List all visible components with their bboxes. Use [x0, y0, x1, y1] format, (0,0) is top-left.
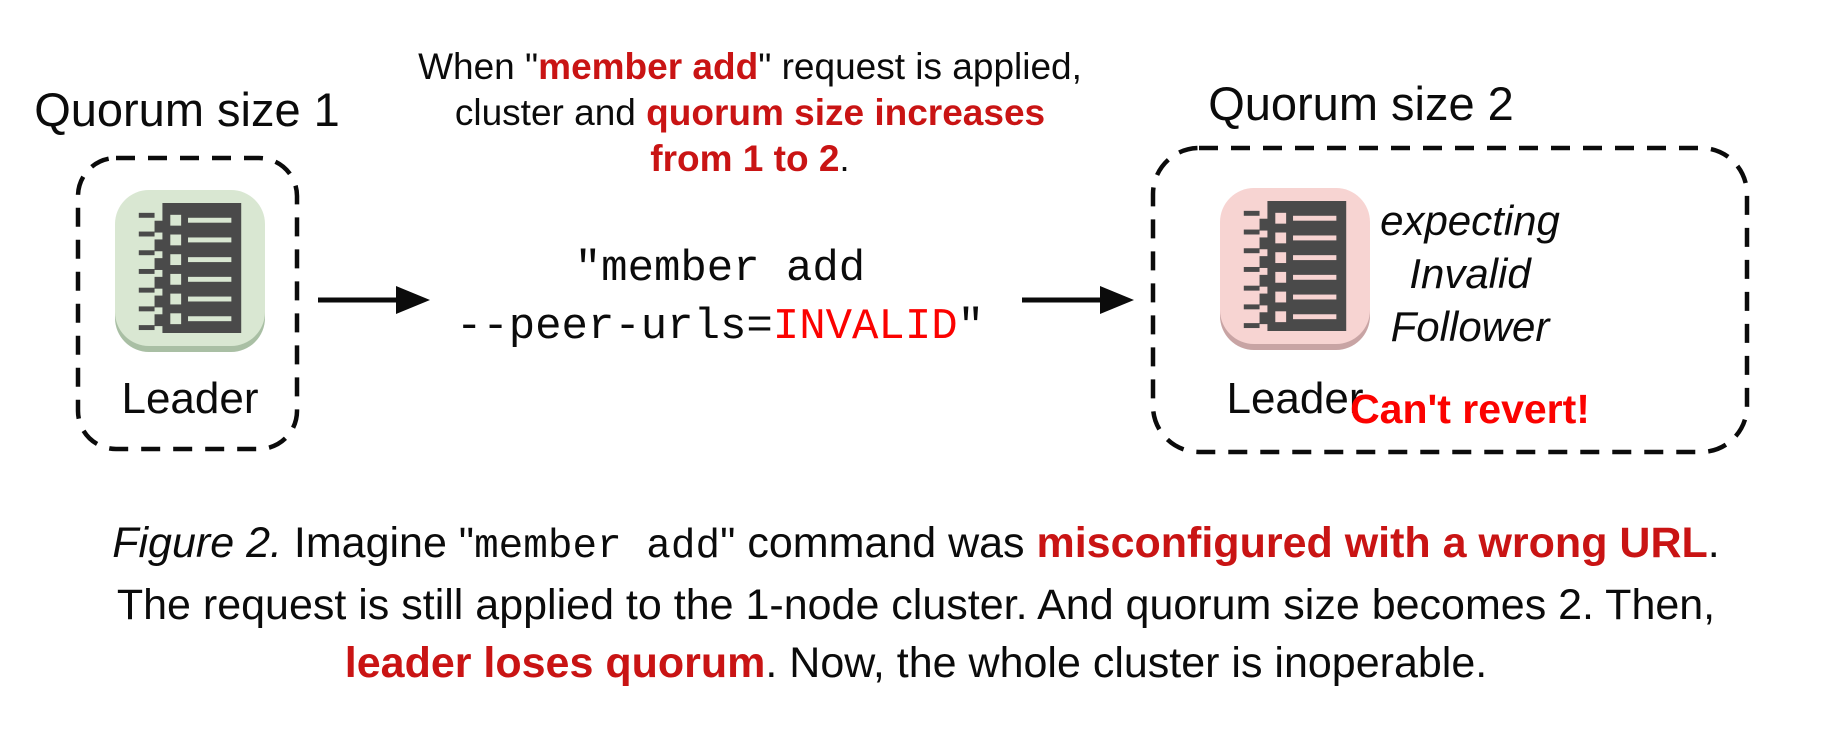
- cant-revert-warning: Can't revert!: [1350, 386, 1590, 432]
- expecting-line-2: Invalid: [1409, 250, 1531, 297]
- note-line-2: cluster and quorum size increases: [454, 92, 1046, 133]
- expecting-text: expecting Invalid Follower: [1330, 194, 1610, 353]
- right-quorum-title: Quorum size 2: [1208, 77, 1514, 130]
- caption-line-1: Figure 2. Imagine "member add" command w…: [112, 519, 1720, 570]
- command-line-2: --peer-urls=INVALID": [455, 302, 985, 352]
- left-cluster-box: [75, 155, 300, 452]
- note-line-3: from 1 to 2.: [650, 138, 850, 179]
- leader-node-pink: [1220, 188, 1370, 344]
- left-quorum-title: Quorum size 1: [34, 83, 340, 136]
- arrow-command-to-right-icon: [1022, 286, 1134, 314]
- expecting-line-3: Follower: [1390, 303, 1550, 350]
- arrow-left-to-command-icon: [318, 286, 430, 314]
- leader-label-left: Leader: [121, 374, 259, 423]
- leader-label-right: Leader: [1226, 374, 1364, 423]
- caption-line-3: leader loses quorum. Now, the whole clus…: [344, 639, 1488, 687]
- server-icon: [1243, 201, 1347, 331]
- server-icon: [138, 203, 242, 333]
- command-text: "member add --peer-urls=INVALID": [370, 240, 1070, 356]
- leader-node-green: [115, 190, 265, 346]
- note-text: When "member add" request is applied, cl…: [400, 44, 1100, 182]
- expecting-line-1: expecting: [1380, 197, 1560, 244]
- right-cluster-box: [1150, 145, 1750, 455]
- figure-caption: Figure 2. Imagine "member add" command w…: [0, 514, 1832, 692]
- command-line-1: "member add: [574, 244, 866, 294]
- caption-line-2: The request is still applied to the 1-no…: [116, 581, 1716, 629]
- note-line-1: When "member add" request is applied,: [418, 46, 1082, 87]
